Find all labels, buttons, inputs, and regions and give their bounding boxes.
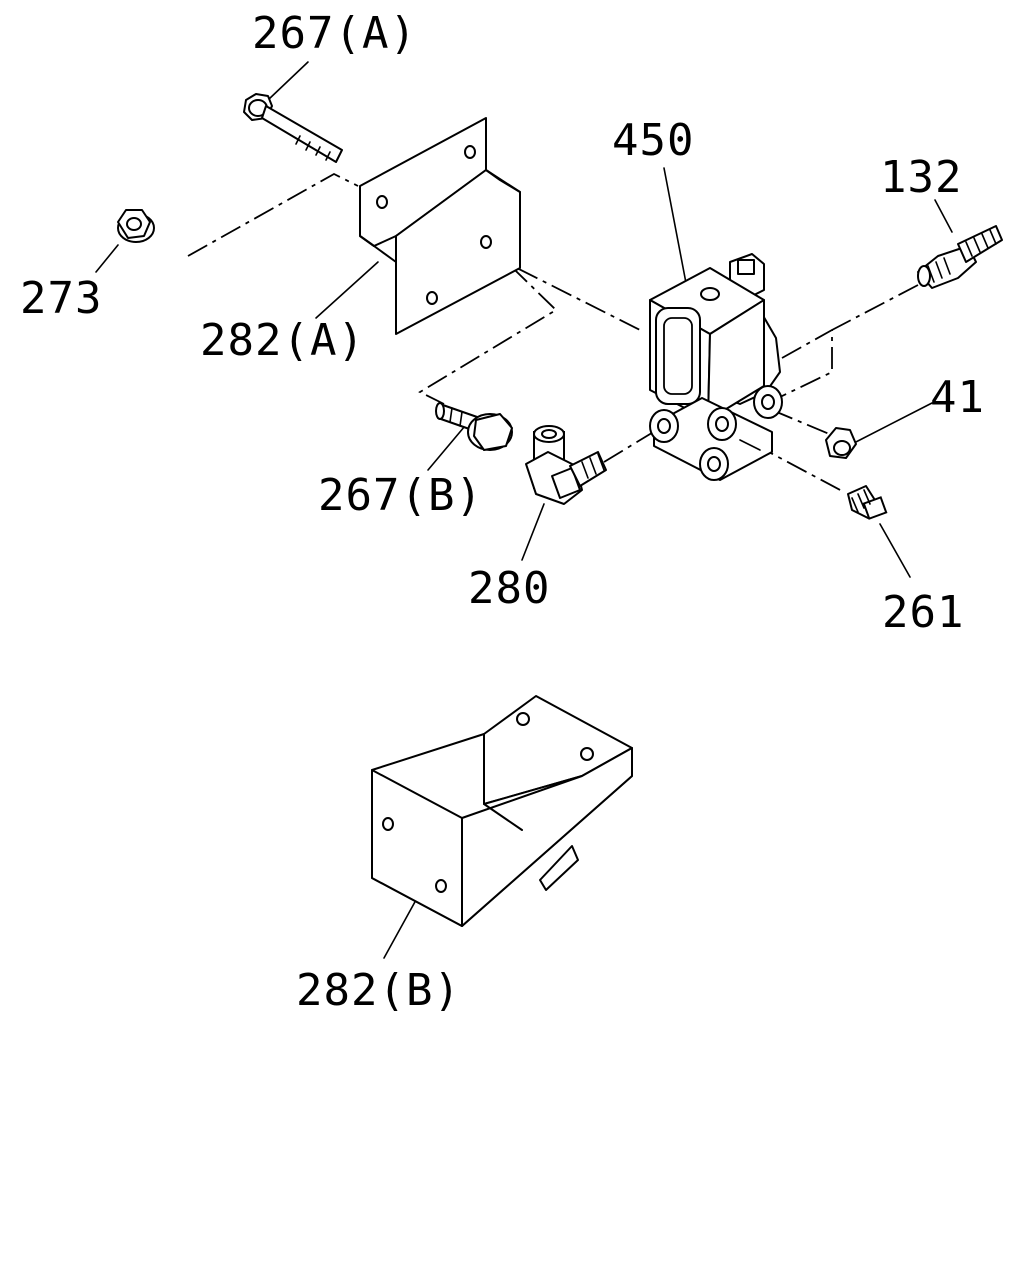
callout-450: 450 — [612, 115, 694, 166]
bolt-267b — [435, 402, 513, 451]
callout-132: 132 — [880, 152, 962, 203]
bracket-282a — [359, 117, 521, 335]
callout-282b: 282(B) — [296, 965, 461, 1016]
bolt-267a — [243, 93, 343, 163]
callout-41: 41 — [930, 372, 985, 423]
plug-261 — [847, 485, 888, 520]
elbow-fitting-280 — [525, 425, 607, 505]
leader-lines — [95, 61, 953, 959]
callout-273: 273 — [20, 273, 102, 324]
callout-280: 280 — [468, 563, 550, 614]
fitting-132 — [917, 225, 1003, 289]
bracket-282b — [371, 695, 633, 927]
nut-41 — [825, 427, 857, 459]
nut-273 — [117, 209, 155, 243]
callout-261: 261 — [882, 587, 964, 638]
callout-267a: 267(A) — [252, 8, 417, 59]
callout-267b: 267(B) — [318, 470, 483, 521]
callout-282a: 282(A) — [200, 315, 365, 366]
solenoid-valve-450 — [649, 253, 783, 481]
